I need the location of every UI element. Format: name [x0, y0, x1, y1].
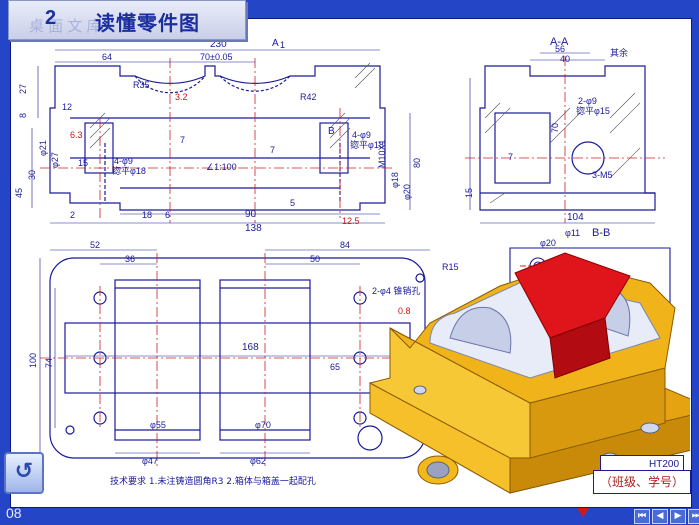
dim-64: 64 — [102, 52, 112, 62]
dim-70-tol: 70±0.05 — [200, 52, 232, 62]
slide-title-box: 桌 面 文 库 2 读懂零件图 — [8, 0, 246, 40]
dim-7c: 7 — [508, 152, 513, 162]
page-number: 08 — [6, 505, 22, 521]
dim-r42: R42 — [300, 92, 317, 102]
dim-84: 84 — [340, 240, 350, 250]
front-view — [49, 62, 386, 211]
dim-50: 50 — [310, 254, 320, 264]
dim-8: 8 — [18, 113, 28, 118]
side-view-aa — [479, 65, 656, 211]
dim-74: 74 — [44, 358, 54, 368]
label-a1-top: A — [272, 38, 279, 49]
dim-18: 18 — [142, 210, 152, 220]
slide-title: 读懂零件图 — [95, 13, 200, 35]
last-slide-button[interactable]: ⏭ — [688, 509, 699, 524]
dim-70: 70 — [550, 123, 560, 133]
first-slide-button[interactable]: ⏮ — [634, 509, 650, 524]
class-id-label: （班级、学号） — [593, 470, 691, 494]
dim-56: 56 — [555, 44, 565, 54]
dim-104: 104 — [567, 212, 584, 223]
dim-230: 230 — [210, 39, 227, 50]
label-a-sub: 1 — [280, 40, 285, 50]
watermark: 桌 面 文 库 — [29, 18, 102, 35]
front-centerlines — [40, 58, 395, 223]
dim-phi47: φ47 — [142, 456, 158, 466]
side-dim-lines — [469, 52, 655, 224]
section-number: 2 — [45, 7, 57, 29]
dim-80: 80 — [412, 158, 422, 168]
section-aa-title: A-A — [550, 36, 569, 48]
engineering-drawing: A 1 230 64 70±0.05 R35 R42 27 8 12 φ21 φ… — [14, 36, 690, 494]
thread-m10: M10X1 — [377, 139, 387, 168]
note-2phi9: 2-φ9 — [578, 96, 597, 106]
dim-r15: R15 — [442, 262, 459, 272]
dim-7a: 7 — [180, 135, 185, 145]
dim-40: 40 — [560, 54, 570, 64]
roughness-3-2: 3.2 — [175, 92, 188, 102]
dim-phi11: φ11 — [565, 228, 580, 238]
label-b: B — [328, 126, 335, 137]
section-bb-title: B-B — [592, 227, 610, 239]
next-slide-button[interactable]: ▶ — [670, 509, 686, 524]
note-other: 其余 — [610, 47, 628, 59]
front-dimension-lines — [31, 49, 411, 224]
dim-phi27: φ27 — [50, 152, 60, 168]
dim-65: 65 — [330, 362, 340, 372]
dim-138: 138 — [245, 223, 262, 234]
note-2phi4: 2-φ4 锥销孔 — [372, 285, 420, 296]
note-4phi9-b: 4-φ9 — [352, 130, 371, 140]
dim-168: 168 — [242, 342, 259, 353]
roughness-12-5: 12.5 — [342, 216, 360, 226]
dim-52: 52 — [90, 240, 100, 250]
dim-5: 5 — [290, 198, 295, 208]
dim-30: 30 — [27, 170, 37, 180]
dim-15b: 15 — [464, 188, 474, 198]
dim-phi20-b: φ20 — [540, 238, 556, 248]
dim-phi70: φ70 — [255, 420, 271, 430]
dim-r35: R35 — [133, 80, 150, 90]
roughness-6-3: 6.3 — [70, 130, 83, 140]
return-icon[interactable]: ↺ — [4, 452, 44, 494]
dim-6: 6 — [165, 210, 170, 220]
dim-phi62: φ62 — [250, 456, 266, 466]
dim-27: 27 — [18, 84, 28, 94]
roughness-0-8: 0.8 — [398, 306, 411, 316]
dim-12: 12 — [62, 102, 72, 112]
marker-triangle-icon[interactable] — [577, 508, 589, 517]
dim-15: 15 — [78, 158, 88, 168]
dim-36: 36 — [125, 254, 135, 264]
note-spot18: 锪平φ18 — [112, 165, 146, 176]
dim-45: 45 — [14, 188, 24, 198]
dim-7b: 7 — [270, 145, 275, 155]
note-spot15: 锪平φ15 — [576, 105, 610, 116]
dim-90: 90 — [245, 209, 257, 220]
note-4phi9: 4-φ9 — [114, 156, 133, 166]
slide-navigation: ⏮ ◀ ▶ ⏭ — [634, 509, 699, 524]
side-centerlines — [465, 56, 665, 223]
dim-2: 2 — [70, 210, 75, 220]
dim-phi55: φ55 — [150, 420, 166, 430]
taper-1-100: ∠1:100 — [206, 162, 237, 172]
top-dim-lines — [39, 249, 430, 458]
dim-phi20: φ20 — [402, 184, 412, 200]
dim-phi21: φ21 — [38, 140, 48, 156]
technical-notes: 技术要求 1.未注铸造圆角R3 2.箱体与箱盖一起配孔 — [110, 475, 316, 487]
prev-slide-button[interactable]: ◀ — [652, 509, 668, 524]
dim-phi18: φ18 — [390, 172, 400, 188]
dim-100: 100 — [28, 353, 38, 368]
top-centerlines — [40, 253, 430, 466]
thread-3m5: 3-M5 — [592, 170, 613, 180]
note-spot-b: 锪平φ18 — [350, 139, 384, 150]
